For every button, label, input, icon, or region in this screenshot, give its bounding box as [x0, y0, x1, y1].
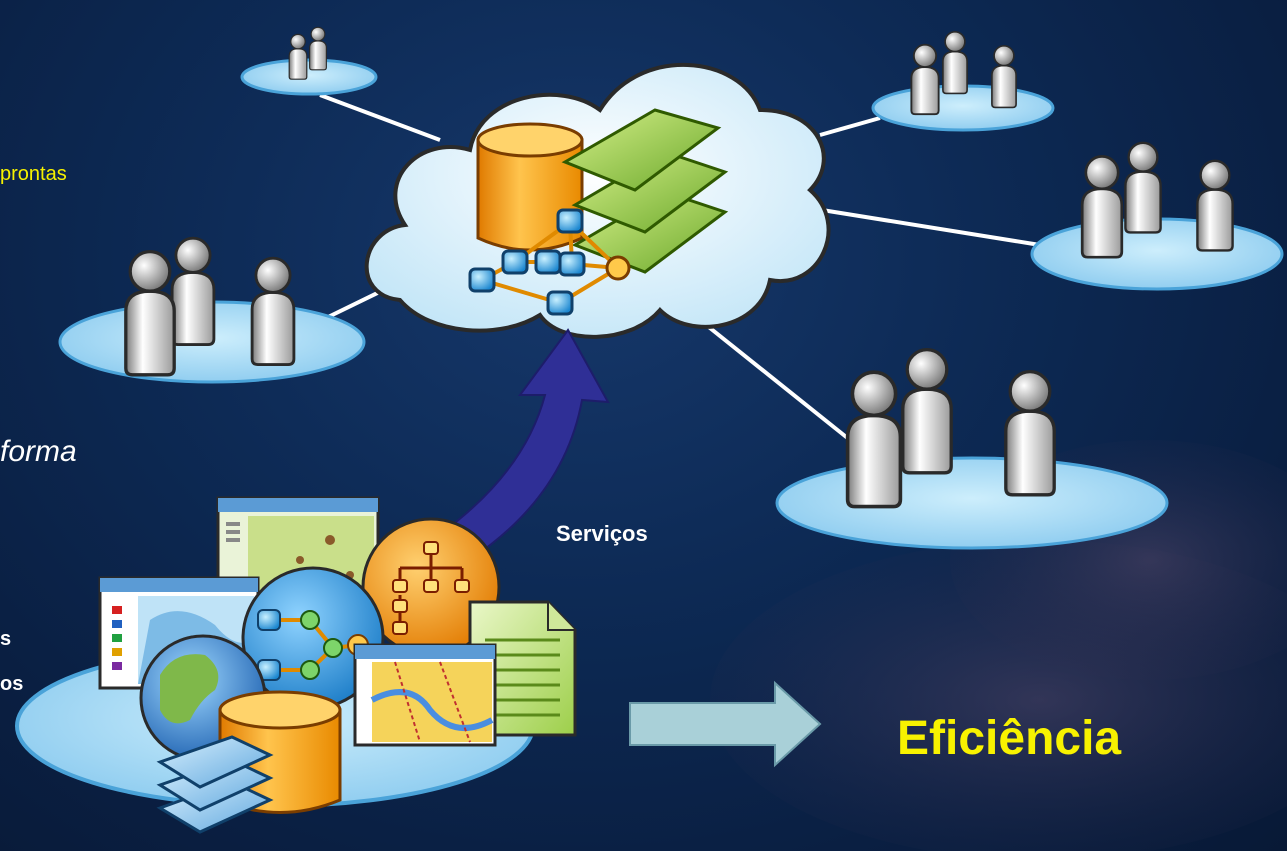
user-group-icon [775, 347, 1169, 550]
label-prontas: prontas [0, 163, 67, 185]
map-window-icon [353, 643, 497, 747]
database-icon [476, 122, 584, 252]
network-icon [468, 208, 631, 316]
label-servicos: Serviços [556, 521, 648, 546]
network-icon [241, 566, 385, 710]
label-fragment-os: os [0, 673, 24, 695]
user-group-icon [240, 26, 378, 96]
label-eficiencia: Eficiência [897, 712, 1122, 765]
label-forma: forma [0, 435, 77, 468]
right-arrow-icon [629, 680, 822, 768]
hierarchy-icon [361, 517, 501, 657]
layers-icon [156, 735, 274, 834]
user-group-icon [871, 30, 1055, 132]
curved-arrow-icon [398, 328, 610, 590]
label-fragment-s: s [0, 628, 12, 650]
user-group-icon [1030, 141, 1284, 291]
user-group-icon [58, 236, 366, 384]
